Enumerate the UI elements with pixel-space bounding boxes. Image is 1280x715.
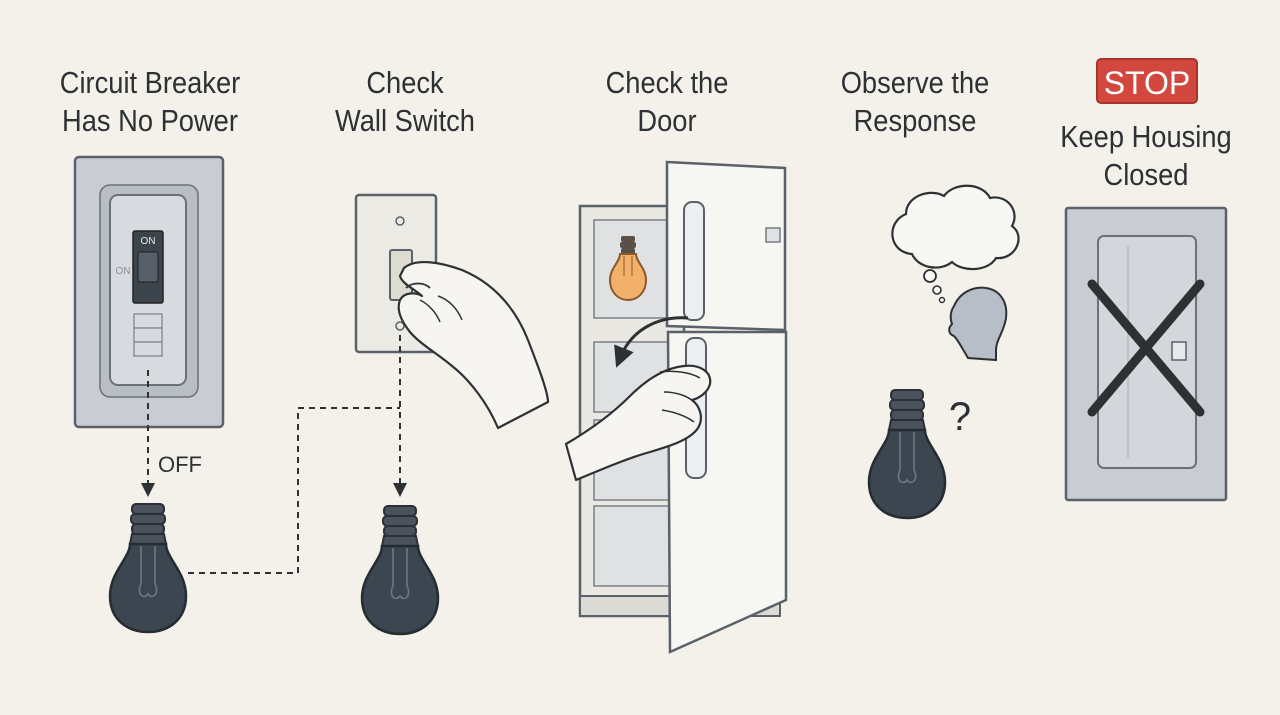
step-3-title: Check the Door [570,64,764,140]
step-5-title: Keep Housing Closed [1044,118,1248,194]
step-4-title-line2: Response [853,103,977,138]
step-2-title: Check Wall Switch [304,64,506,140]
step-1-title-line1: Circuit Breaker [59,65,241,100]
circuit-breaker-panel: ON ON [73,155,225,429]
step-3-title-line1: Check the [605,65,729,100]
step-5-title-line1: Keep Housing [1060,119,1232,154]
breaker-switch-icon: ON [132,230,164,304]
step-2-title-line2: Wall Switch [335,103,475,138]
stop-badge: STOP [1096,58,1198,104]
breaker-label-top: ON [141,236,156,247]
connector-line [188,407,400,574]
light-bulb-icon [108,502,188,634]
step-1-title-line2: Has No Power [62,103,238,138]
thought-bubble-icon [891,184,1020,304]
cross-icon [1087,279,1205,417]
hand-icon [397,261,550,430]
step-2-title-line1: Check [366,65,444,100]
off-label: OFF [158,452,202,477]
breaker-label-side: ON [116,266,131,277]
fridge-light-bulb-icon [608,236,648,302]
step-4-title: Observe the Response [814,64,1016,140]
light-bulb-icon [867,388,947,520]
hand-icon [564,364,712,482]
step-3-title-line2: Door [637,103,697,138]
step-5-title-line2: Closed [1103,157,1189,192]
question-mark: ? [949,395,971,439]
door-open-arrow [614,316,689,368]
head-icon [948,286,1008,362]
light-bulb-icon [360,504,440,636]
step-4-title-line1: Observe the [840,65,990,100]
step-1-title: Circuit Breaker Has No Power [44,64,255,140]
